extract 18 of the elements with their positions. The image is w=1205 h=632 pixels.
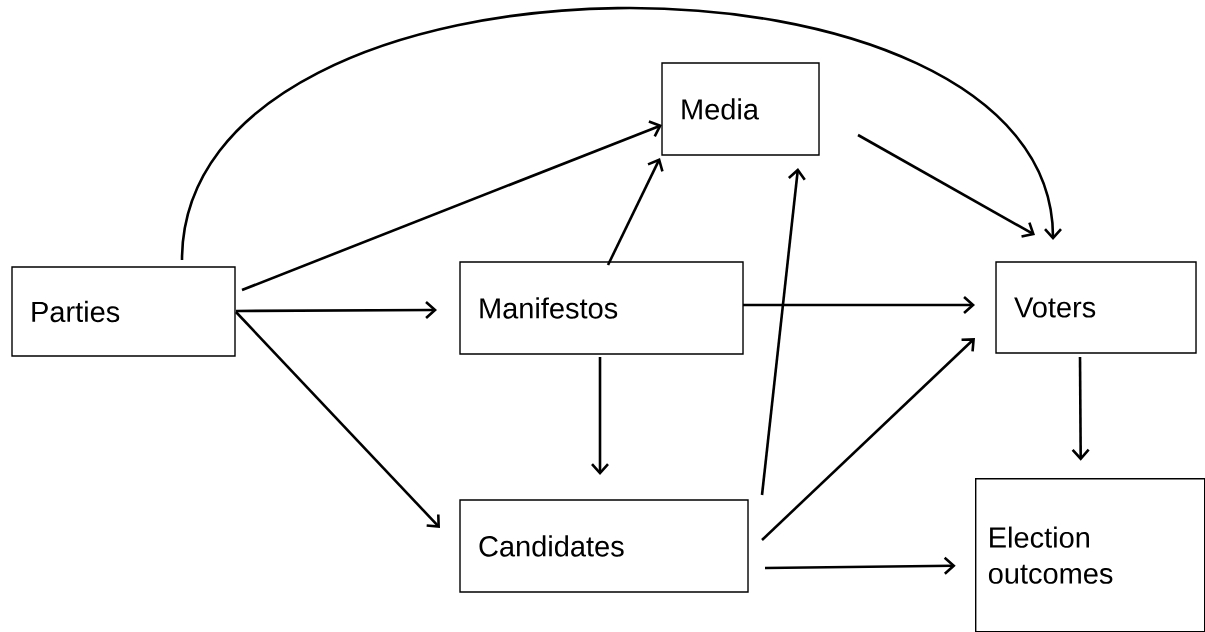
arrow [1071, 357, 1090, 461]
process-box: Media [661, 62, 820, 156]
process-box: Candidates [459, 499, 749, 593]
arrow [761, 338, 975, 541]
arrow [765, 556, 956, 575]
arrow [857, 133, 1035, 238]
process-box: Parties [11, 266, 236, 357]
process-box: Election outcomes [975, 478, 1205, 632]
arrow [591, 357, 609, 475]
arrow [235, 311, 440, 528]
arrow [180, 6, 1062, 261]
arrow [743, 296, 975, 314]
arrow [241, 120, 662, 292]
arrow [760, 168, 806, 496]
process-box: Manifestos [459, 261, 744, 355]
arrow [606, 158, 664, 266]
process-box: Voters [995, 261, 1197, 354]
arrow [236, 301, 437, 319]
